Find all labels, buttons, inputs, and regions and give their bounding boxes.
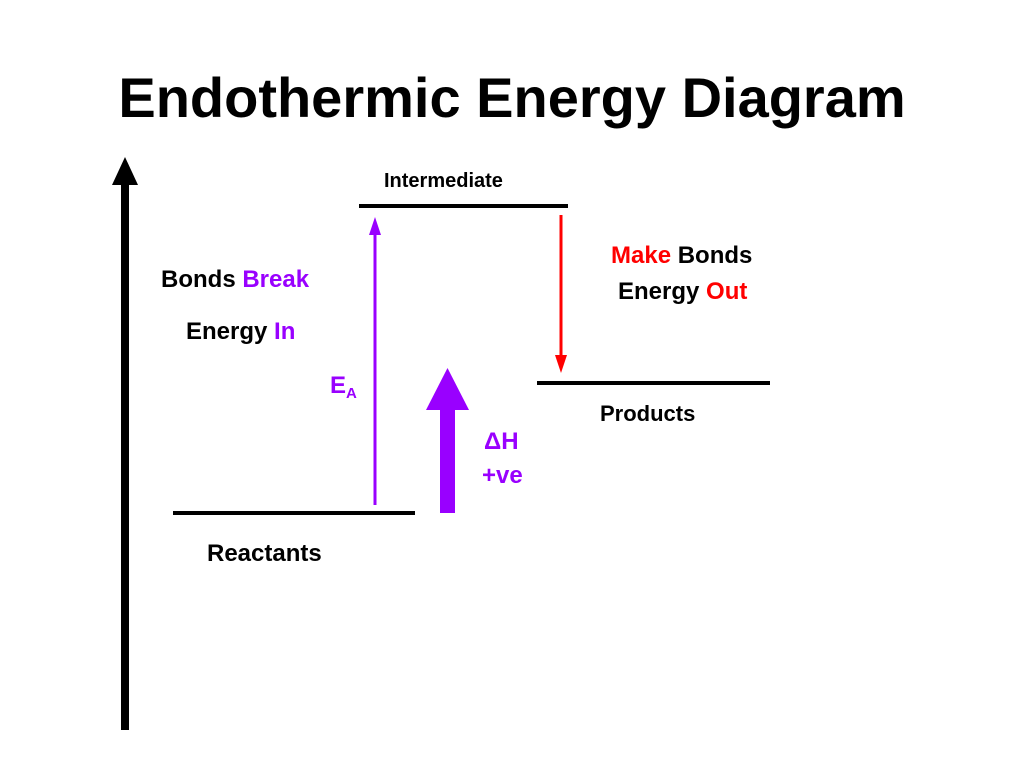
activation-energy-arrowhead <box>369 217 381 235</box>
energy-out-label: Energy Out <box>618 280 747 304</box>
bonds-break-prefix: Bonds <box>161 266 236 293</box>
energy-out-arrowhead <box>555 355 567 373</box>
make-bonds-suffix: Bonds <box>677 242 753 269</box>
enthalpy-arrowhead <box>426 368 469 410</box>
activation-energy-subscript: A <box>346 385 357 402</box>
enthalpy-sign-label: +ve <box>482 462 523 489</box>
energy-out-highlight: Out <box>706 278 748 305</box>
bonds-break-label: Bonds Break <box>161 268 309 292</box>
energy-in-prefix: Energy <box>186 318 268 345</box>
bonds-break-highlight: Break <box>242 266 310 293</box>
energy-axis-arrowhead <box>112 157 138 185</box>
enthalpy-label: ΔH <box>484 428 519 455</box>
reactants-label: Reactants <box>207 540 322 567</box>
products-label: Products <box>600 401 696 426</box>
energy-in-label: Energy In <box>186 320 295 344</box>
make-bonds-highlight: Make <box>611 242 672 269</box>
enthalpy-arrow-shaft <box>440 409 455 513</box>
make-bonds-label: Make Bonds <box>611 244 752 268</box>
intermediate-label: Intermediate <box>384 170 503 192</box>
activation-energy-symbol: E <box>330 372 347 399</box>
energy-in-highlight: In <box>274 318 296 345</box>
activation-energy-label: EA <box>330 372 357 402</box>
page-title: Endothermic Energy Diagram <box>118 66 906 129</box>
energy-out-prefix: Energy <box>618 278 700 305</box>
